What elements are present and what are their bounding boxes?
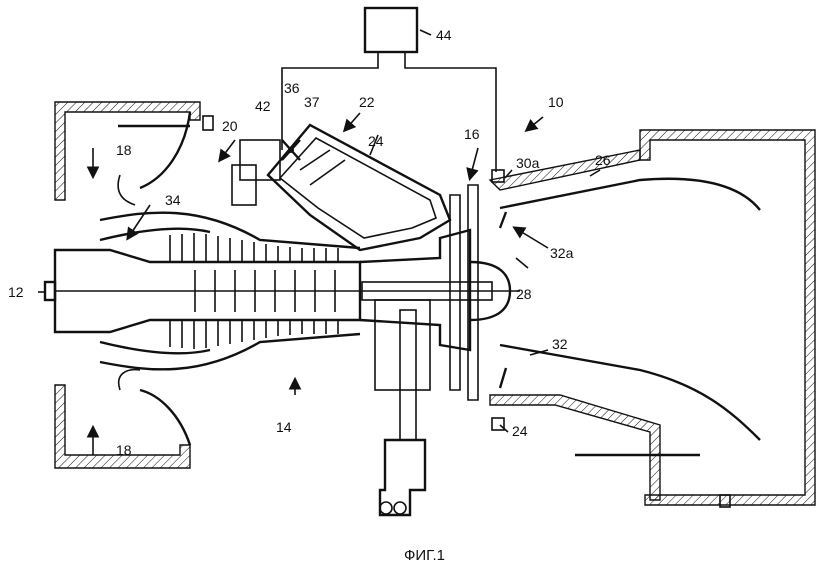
label-37: 37 — [304, 94, 320, 110]
label-18-bottom: 18 — [116, 442, 132, 458]
valve-36-37 — [281, 139, 301, 161]
label-10: 10 — [548, 94, 564, 110]
label-24-bottom: 24 — [512, 423, 528, 439]
exhaust-struts — [498, 211, 508, 389]
label-12: 12 — [8, 284, 24, 300]
label-44: 44 — [436, 27, 452, 43]
label-18-top: 18 — [116, 142, 132, 158]
label-42: 42 — [255, 98, 271, 114]
compressor-rotor — [43, 211, 520, 371]
control-unit-44 — [281, 6, 497, 172]
label-32a: 32a — [550, 245, 574, 261]
label-36: 36 — [284, 80, 300, 96]
leader-lines — [38, 29, 601, 433]
exhaust-diffuser-26 — [488, 129, 816, 508]
combustor-22 — [231, 123, 452, 252]
label-16: 16 — [464, 126, 480, 142]
label-32: 32 — [552, 336, 568, 352]
turbine-section-16 — [359, 184, 512, 441]
figure-caption: ФИГ.1 — [404, 547, 445, 564]
compressor-blades — [169, 233, 339, 349]
air-intake-housing — [54, 101, 214, 469]
label-34: 34 — [165, 192, 181, 208]
label-20: 20 — [222, 118, 238, 134]
label-26: 26 — [595, 152, 611, 168]
label-14: 14 — [276, 419, 292, 435]
label-28: 28 — [516, 286, 532, 302]
label-30a: 30a — [516, 155, 540, 171]
label-22: 22 — [359, 94, 375, 110]
label-24-mid: 24 — [368, 133, 384, 149]
reference-labels: 44 10 36 42 37 22 20 24 16 18 34 30a 26 … — [8, 27, 611, 458]
lower-gear-housing — [378, 438, 427, 517]
